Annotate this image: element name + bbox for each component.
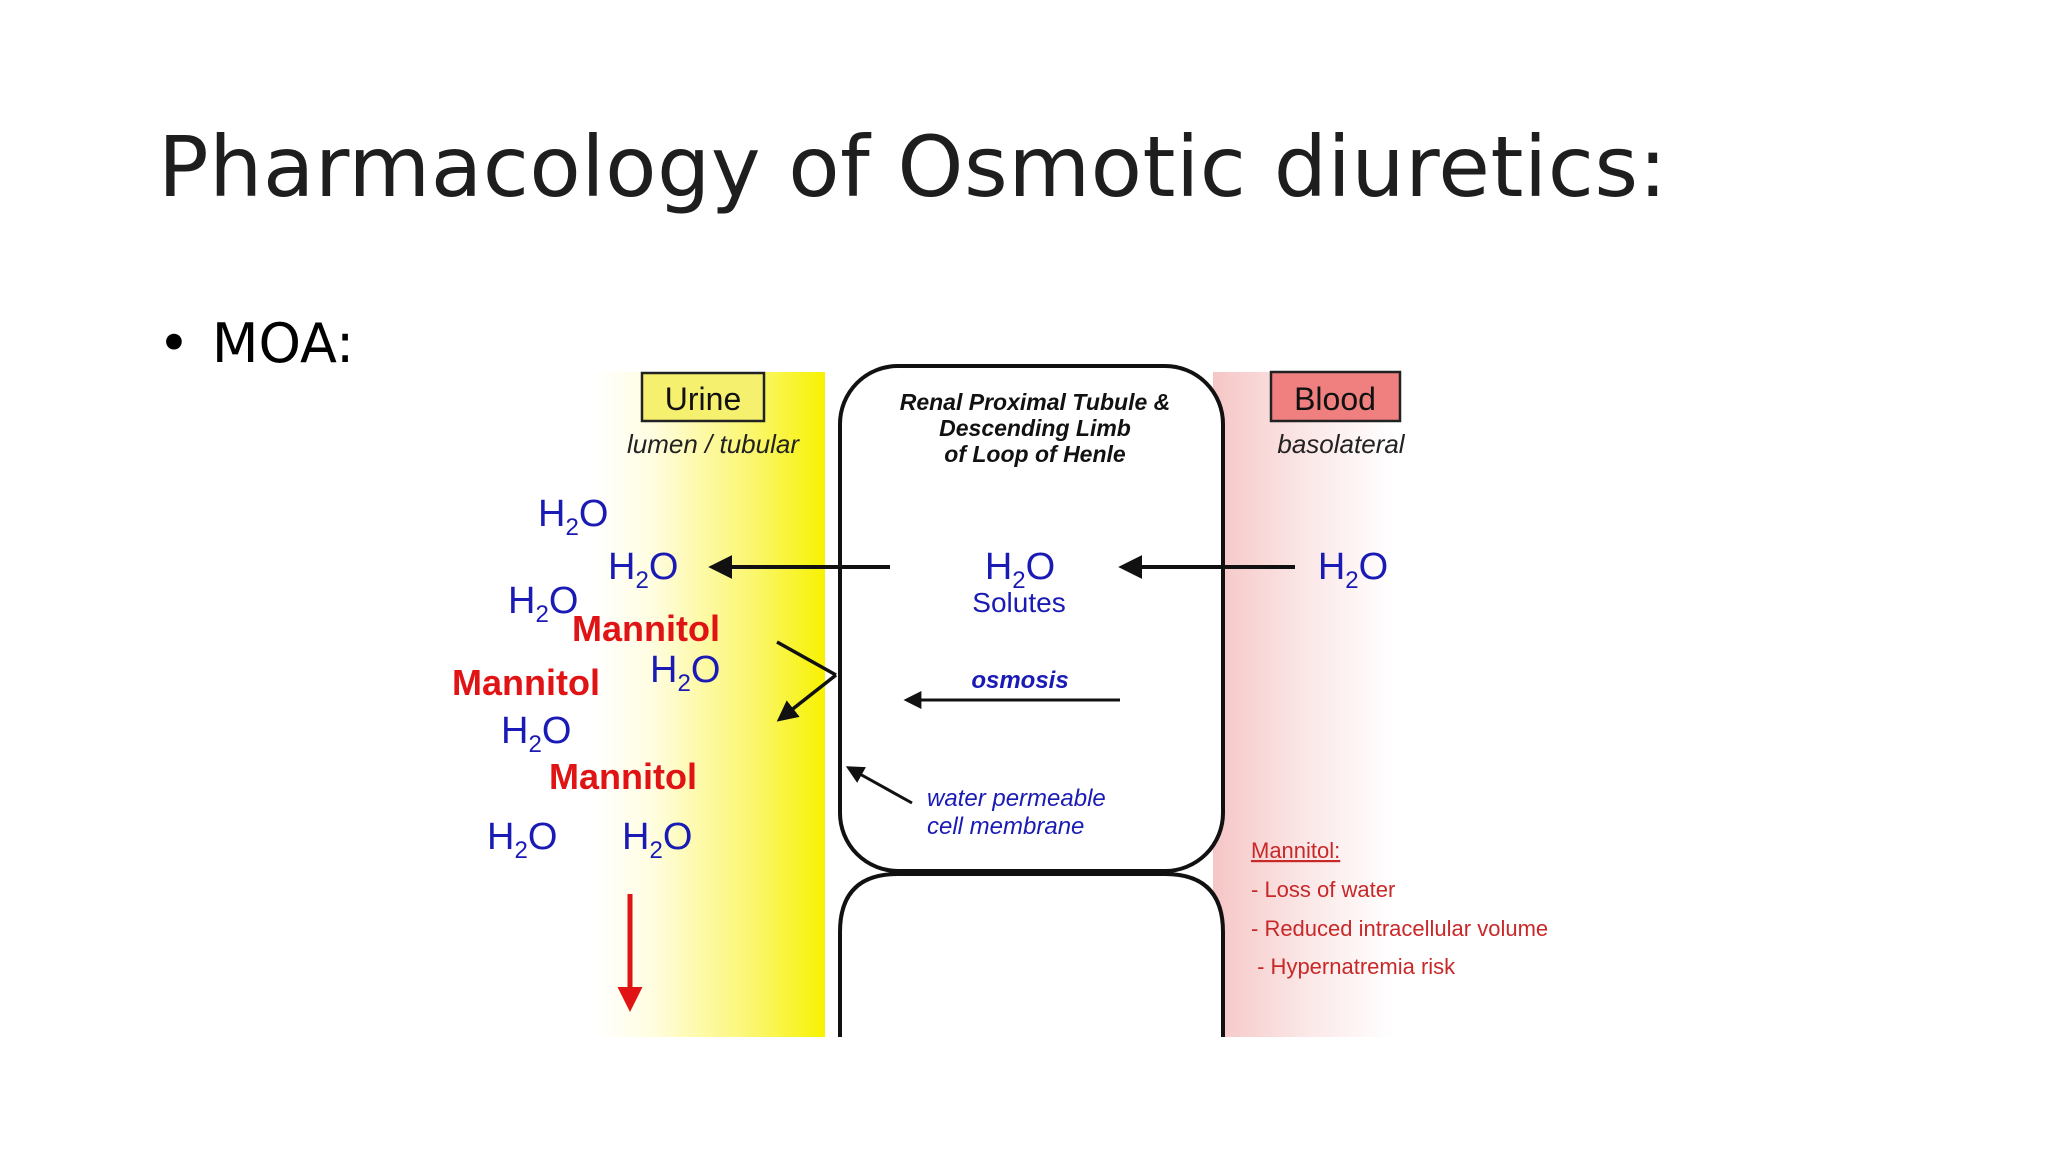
h2o-blood: H2O [1318, 546, 1388, 594]
h2o-urine-3: H2O [508, 580, 578, 628]
urine-label-box [640, 371, 766, 423]
h2o-urine-5: H2O [501, 710, 571, 758]
effect-item-3: - Hypernatremia risk [1251, 954, 1456, 979]
blood-label-box [1269, 370, 1402, 423]
mannitol-chevron-lower [776, 673, 838, 722]
osmotic-diuretic-diagram: Urine lumen / tubular Blood basolateral … [445, 362, 1655, 1037]
blood-gradient-region [1213, 372, 1393, 1037]
h2o-urine-7: H2O [622, 816, 692, 864]
blood-sublabel: basolateral [1277, 429, 1405, 459]
tubule-cell-lower [838, 872, 1225, 1037]
effect-item-1: - Loss of water [1251, 877, 1395, 902]
h2o-cell: H2O [985, 546, 1055, 594]
cell-title-line-2: Descending Limb [939, 415, 1131, 441]
cell-title-line-1: Renal Proximal Tubule & [900, 389, 1171, 415]
membrane-note-line-2: cell membrane [927, 813, 1084, 840]
h2o-urine-4: H2O [650, 649, 720, 697]
mannitol-label-2: Mannitol [452, 662, 600, 703]
bullet-text: MOA: [211, 312, 355, 375]
cell-title-line-3: of Loop of Henle [944, 441, 1126, 467]
slide-title: Pharmacology of Osmotic diuretics: [158, 118, 1668, 216]
mannitol-label-1: Mannitol [572, 608, 720, 649]
effects-title: Mannitol: [1251, 838, 1340, 863]
bullet-glyph: • [158, 312, 190, 375]
urine-label: Urine [665, 381, 741, 417]
bullet-moa: • MOA: [158, 312, 354, 375]
urine-sublabel: lumen / tubular [627, 429, 800, 459]
solutes-label: Solutes [972, 587, 1065, 618]
tubule-cell-upper [838, 364, 1225, 873]
osmosis-label: osmosis [971, 667, 1068, 694]
h2o-urine-1: H2O [538, 493, 608, 541]
membrane-pointer-arrow [845, 766, 913, 805]
effect-item-2: - Reduced intracellular volume [1251, 916, 1548, 941]
h2o-urine-6: H2O [487, 816, 557, 864]
membrane-note-line-1: water permeable [927, 785, 1106, 812]
mannitol-chevron-upper [776, 640, 837, 677]
blood-label: Blood [1294, 381, 1376, 417]
h2o-urine-2: H2O [608, 546, 678, 594]
mannitol-label-3: Mannitol [549, 756, 697, 797]
